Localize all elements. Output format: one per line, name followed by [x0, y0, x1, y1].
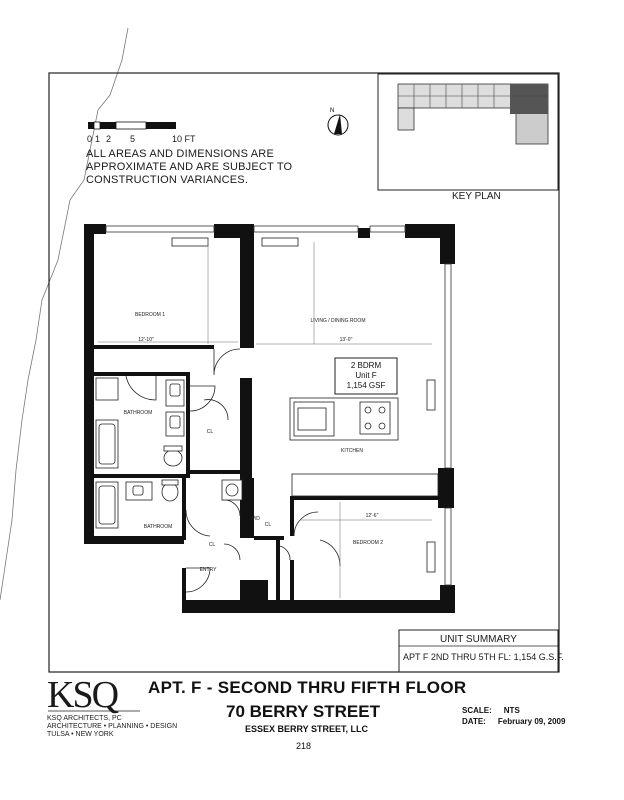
scale-tick-5: 5	[130, 134, 136, 144]
drawing-title: APT. F - SECOND THRU FIFTH FLOOR	[148, 678, 467, 697]
room-label-bath1: BATHROOM	[124, 410, 153, 416]
unit-info-box: 2 BDRM Unit F 1,154 GSF	[335, 361, 397, 391]
scale-tick-0: 0	[87, 134, 93, 144]
dim-living: 13'-0"	[340, 337, 353, 343]
scale-tick-1: 1	[95, 134, 101, 144]
building-address: 70 BERRY STREET	[226, 702, 380, 721]
scale-tick-2: 2	[106, 134, 112, 144]
unit-type: 2 BDRM	[350, 361, 382, 370]
unit-name: Unit F	[355, 371, 377, 380]
room-label-cl2: CL	[209, 542, 216, 548]
svg-text:N: N	[330, 108, 334, 114]
page-number: 218	[296, 741, 312, 751]
unit-area: 1,154 GSF	[346, 381, 386, 390]
room-label-bath2: BATHROOM	[144, 524, 173, 530]
room-label-cl1: CL	[207, 429, 214, 435]
dim-bedroom1: 12'-10"	[138, 337, 154, 343]
unit-summary-title: UNIT SUMMARY	[440, 634, 517, 645]
room-label-bedroom2: BEDROOM 2	[353, 540, 383, 546]
north-arrow-icon: N	[327, 108, 349, 136]
graphic-scale-bar	[88, 121, 176, 130]
drawing-meta: SCALE:NTS DATE:February 09, 2009	[462, 706, 566, 726]
apartment-plan: BEDROOM 1 LIVING / DINING ROOM BATHROOM …	[84, 224, 455, 613]
room-label-bedroom1: BEDROOM 1	[135, 312, 165, 318]
unit-summary-box	[398, 629, 559, 673]
scale-tick-10: 10 FT	[172, 134, 196, 144]
firm-logo: KSQ	[47, 674, 119, 716]
key-plan	[377, 73, 559, 191]
room-label-wd: W/D	[250, 516, 260, 522]
key-plan-label: KEY PLAN	[452, 191, 501, 202]
room-label-cl3: CL	[265, 522, 272, 528]
torn-edge	[0, 27, 129, 601]
owner-name: ESSEX BERRY STREET, LLC	[245, 724, 369, 734]
room-label-entry: ENTRY	[200, 567, 218, 573]
unit-summary-row: APT F 2ND THRU 5TH FL: 1,154 G.S.F.	[403, 652, 564, 662]
firm-info: KSQ ARCHITECTS, PC ARCHITECTURE • PLANNI…	[47, 715, 178, 738]
disclaimer-note: ALL AREAS AND DIMENSIONS ARE APPROXIMATE…	[86, 148, 293, 186]
room-label-kitchen: KITCHEN	[341, 448, 363, 454]
dim-bedroom2: 12'-6"	[366, 513, 379, 519]
room-label-living: LIVING / DINING ROOM	[310, 318, 365, 324]
